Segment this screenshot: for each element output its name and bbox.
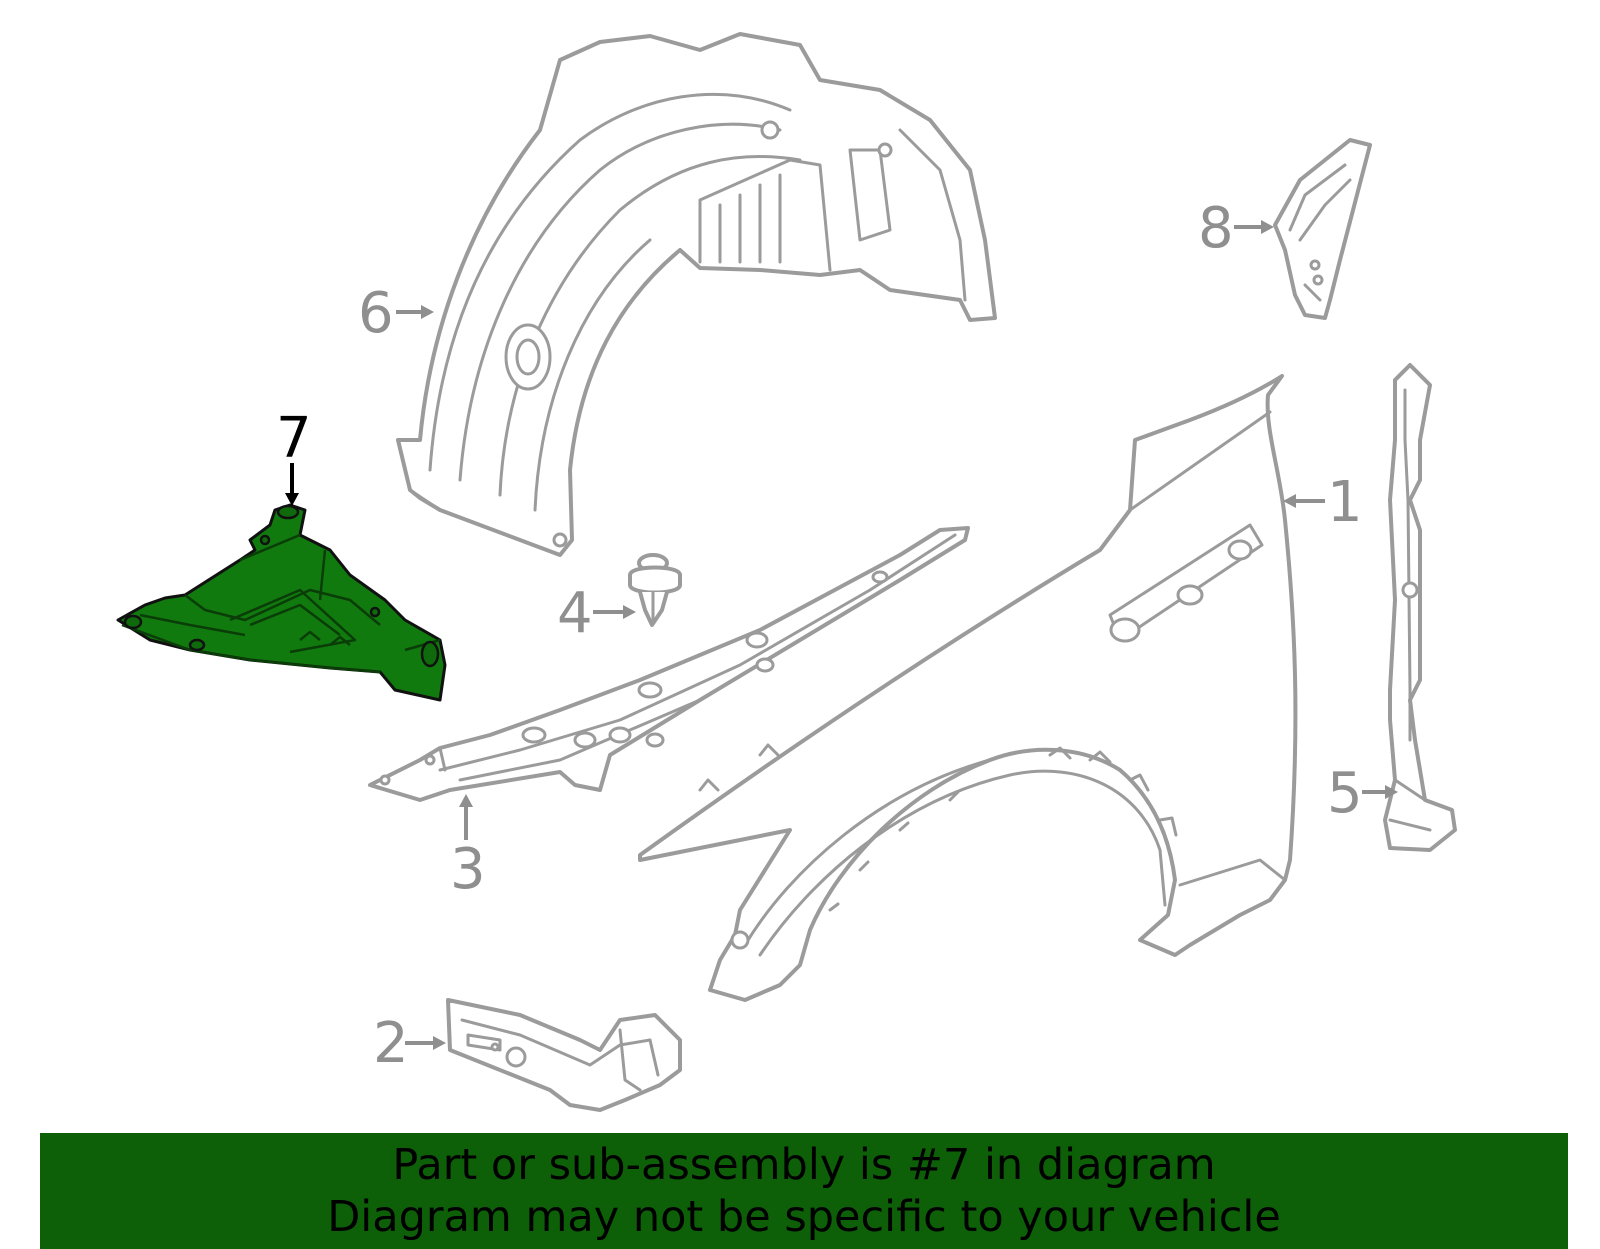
banner-line-1: Part or sub-assembly is #7 in diagram: [392, 1140, 1216, 1190]
part-5-side-bracket: [1383, 363, 1457, 852]
part-7-splash-shield[interactable]: [116, 503, 447, 702]
info-banner: Part or sub-assembly is #7 in diagram Di…: [40, 1133, 1568, 1249]
callout-label-7: 7: [276, 406, 312, 471]
part-2-lower-bracket: [446, 998, 682, 1112]
callout-8: 8: [1198, 196, 1274, 261]
callout-label-2: 2: [373, 1011, 409, 1076]
callout-2: 2: [373, 1011, 446, 1076]
callout-1: 1: [1283, 470, 1363, 535]
callout-label-4: 4: [557, 581, 593, 646]
callout-3: 3: [450, 794, 486, 902]
callout-label-5: 5: [1327, 761, 1363, 826]
part-1-fender: [638, 374, 1298, 1002]
banner-line-2: Diagram may not be specific to your vehi…: [327, 1192, 1281, 1242]
part-8-bracket: [1273, 138, 1372, 320]
callout-5: 5: [1327, 761, 1398, 826]
callout-label-3: 3: [450, 837, 486, 902]
part-4-clip: [628, 553, 682, 627]
callout-label-8: 8: [1198, 196, 1234, 261]
part-6-fender-liner: [396, 32, 997, 557]
part-3-upper-rail: [368, 526, 970, 802]
callout-label-6: 6: [358, 281, 394, 346]
callout-label-1: 1: [1327, 470, 1363, 535]
callout-6: 6: [358, 281, 434, 346]
callout-4: 4: [557, 581, 636, 646]
callout-7: 7: [276, 406, 312, 506]
